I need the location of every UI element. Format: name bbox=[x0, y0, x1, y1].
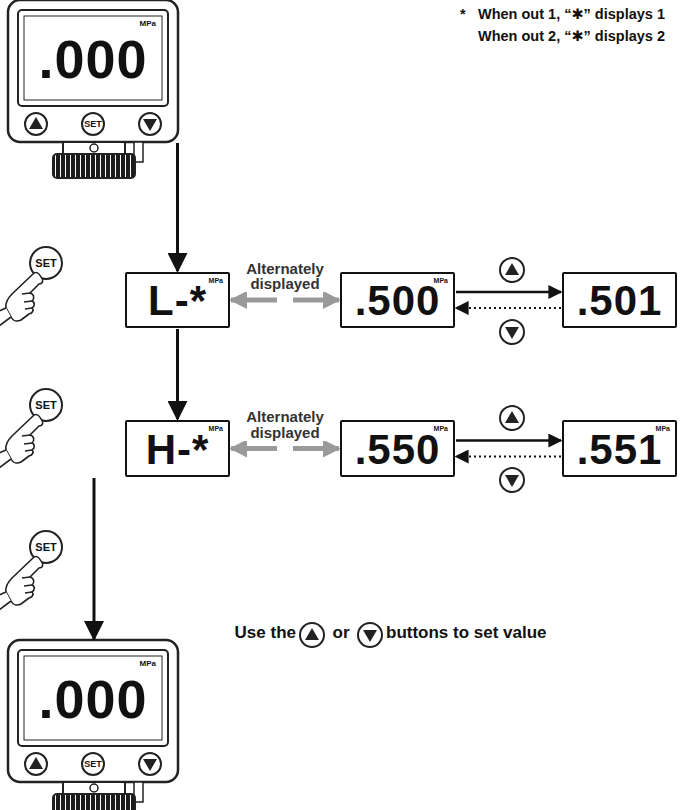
pressing-hand bbox=[0, 531, 62, 618]
note-marker: * bbox=[460, 7, 466, 23]
pressing-hand bbox=[0, 247, 62, 618]
flow-arrow bbox=[456, 456, 561, 458]
button-label: SET bbox=[84, 120, 102, 129]
lcd-display: .550MPa bbox=[340, 420, 455, 477]
display-reading: .501 bbox=[564, 280, 675, 322]
unit-label: MPa bbox=[434, 277, 448, 284]
flow-arrow bbox=[176, 143, 179, 271]
flow-arrow bbox=[93, 478, 96, 639]
unit-label: MPa bbox=[209, 425, 223, 432]
flow-arrow bbox=[456, 307, 561, 309]
pressure-switch: .000 MPaSET bbox=[8, 0, 180, 142]
down-button-icon bbox=[500, 468, 524, 492]
instruction-text: or bbox=[333, 624, 350, 643]
unit-label: MPa bbox=[209, 277, 223, 284]
lcd-display: .500MPa bbox=[340, 272, 455, 328]
button-label: SET bbox=[35, 258, 56, 269]
edge-label: Alternately displayed bbox=[233, 409, 337, 441]
alternate-arrow bbox=[231, 298, 339, 303]
display-reading: .000 bbox=[24, 32, 162, 86]
pressure-switch-body bbox=[8, 0, 178, 178]
button-label: SET bbox=[35, 400, 56, 411]
unit-label: MPa bbox=[140, 20, 156, 28]
note-text: When out 2, “✱” displays 2 bbox=[478, 29, 665, 45]
lcd-display: .501 bbox=[562, 272, 677, 328]
note-text: When out 1, “✱” displays 1 bbox=[478, 7, 665, 23]
button-icon bbox=[300, 258, 524, 647]
unit-label: MPa bbox=[434, 425, 448, 432]
lcd-display: .551MPa bbox=[562, 420, 677, 477]
instruction-text: Use the bbox=[235, 624, 296, 643]
up-button-icon bbox=[500, 258, 524, 282]
display-reading: .550 bbox=[342, 429, 453, 471]
button-label: SET bbox=[84, 760, 102, 769]
flow-arrow bbox=[456, 439, 561, 442]
pressing-hand bbox=[0, 247, 62, 334]
display-reading: .000 bbox=[24, 672, 162, 726]
display-reading: .551 bbox=[564, 429, 675, 471]
flow-arrow bbox=[176, 329, 179, 419]
pressing-hand bbox=[0, 389, 62, 476]
flow-arrow bbox=[456, 291, 561, 294]
unit-label: MPa bbox=[140, 660, 156, 668]
pressure-switch: .000 MPaSET bbox=[8, 640, 180, 782]
display-reading: L-* bbox=[127, 280, 228, 322]
down-button-icon bbox=[358, 623, 382, 647]
up-button-icon bbox=[500, 406, 524, 430]
unit-label: MPa bbox=[656, 425, 670, 432]
pressure-switch-body bbox=[8, 640, 178, 810]
display-reading: .500 bbox=[342, 280, 453, 322]
alternate-arrow bbox=[231, 446, 339, 451]
lcd-display: H-*MPa bbox=[125, 420, 230, 477]
down-button-icon bbox=[500, 320, 524, 344]
up-button-icon bbox=[300, 623, 324, 647]
button-label: SET bbox=[35, 542, 56, 553]
display-reading: H-* bbox=[127, 429, 228, 471]
lcd-display: L-*MPa bbox=[125, 272, 230, 328]
edge-label: Alternately displayed bbox=[233, 261, 337, 293]
instruction-text: buttons to set value bbox=[386, 624, 547, 643]
